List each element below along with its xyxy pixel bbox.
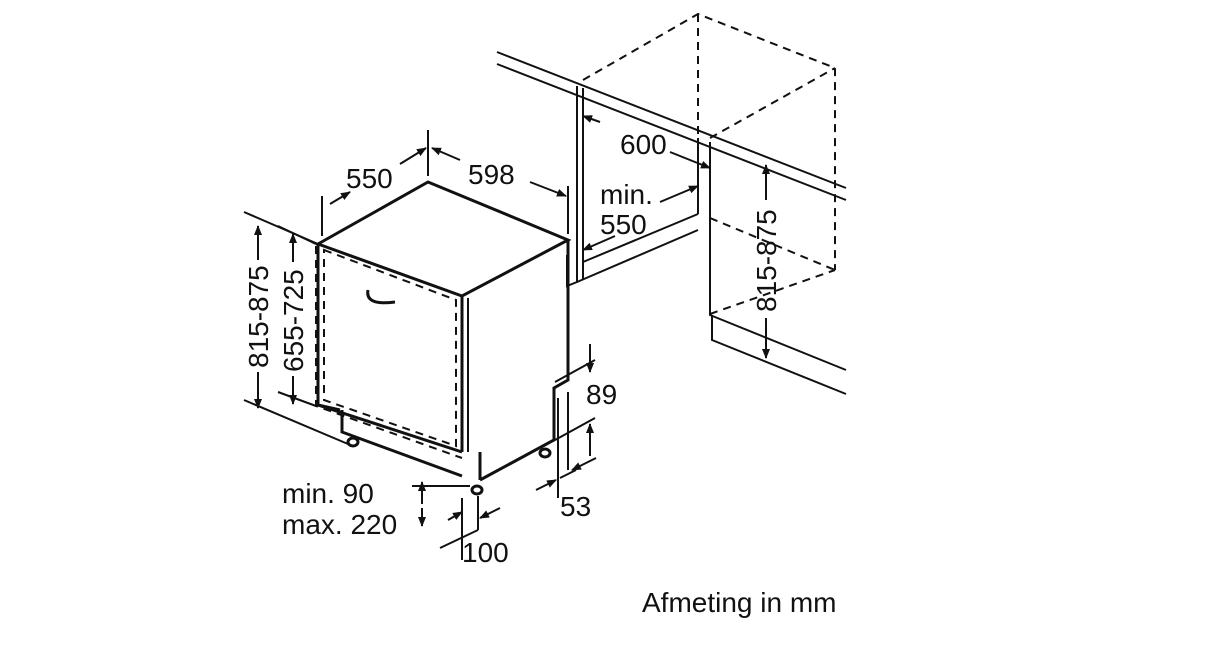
plinth-gap-dimension bbox=[554, 344, 596, 470]
niche-height-label: 815-875 bbox=[751, 209, 782, 312]
niche-depth-dimension bbox=[582, 185, 699, 251]
plinth-max-label: max. 220 bbox=[282, 509, 397, 540]
niche-depth-label-line1: min. bbox=[600, 179, 653, 210]
plinth-height-dimension bbox=[412, 481, 479, 549]
foot-offset-dimension bbox=[535, 398, 597, 498]
width-label: 598 bbox=[468, 159, 515, 190]
niche-depth-label-line2: 550 bbox=[600, 209, 647, 240]
height-total-label: 815-875 bbox=[243, 265, 274, 368]
dishwasher-body bbox=[314, 180, 572, 496]
plinth-gap-label: 89 bbox=[586, 379, 617, 410]
cabinet-niche bbox=[496, 12, 847, 395]
plinth-depth-label: 100 bbox=[462, 537, 509, 568]
niche-width-dimension bbox=[582, 115, 711, 169]
width-dimension bbox=[431, 147, 569, 234]
depth-dimension bbox=[321, 130, 429, 236]
height-door-dimension bbox=[277, 225, 317, 407]
height-door-label: 655-725 bbox=[278, 269, 309, 372]
plinth-depth-dimension bbox=[447, 496, 501, 560]
foot-offset-label: 53 bbox=[560, 491, 591, 522]
plinth-min-label: min. 90 bbox=[282, 478, 374, 509]
depth-label: 550 bbox=[346, 163, 393, 194]
caption: Afmeting in mm bbox=[642, 587, 837, 618]
niche-width-label: 600 bbox=[620, 129, 667, 160]
